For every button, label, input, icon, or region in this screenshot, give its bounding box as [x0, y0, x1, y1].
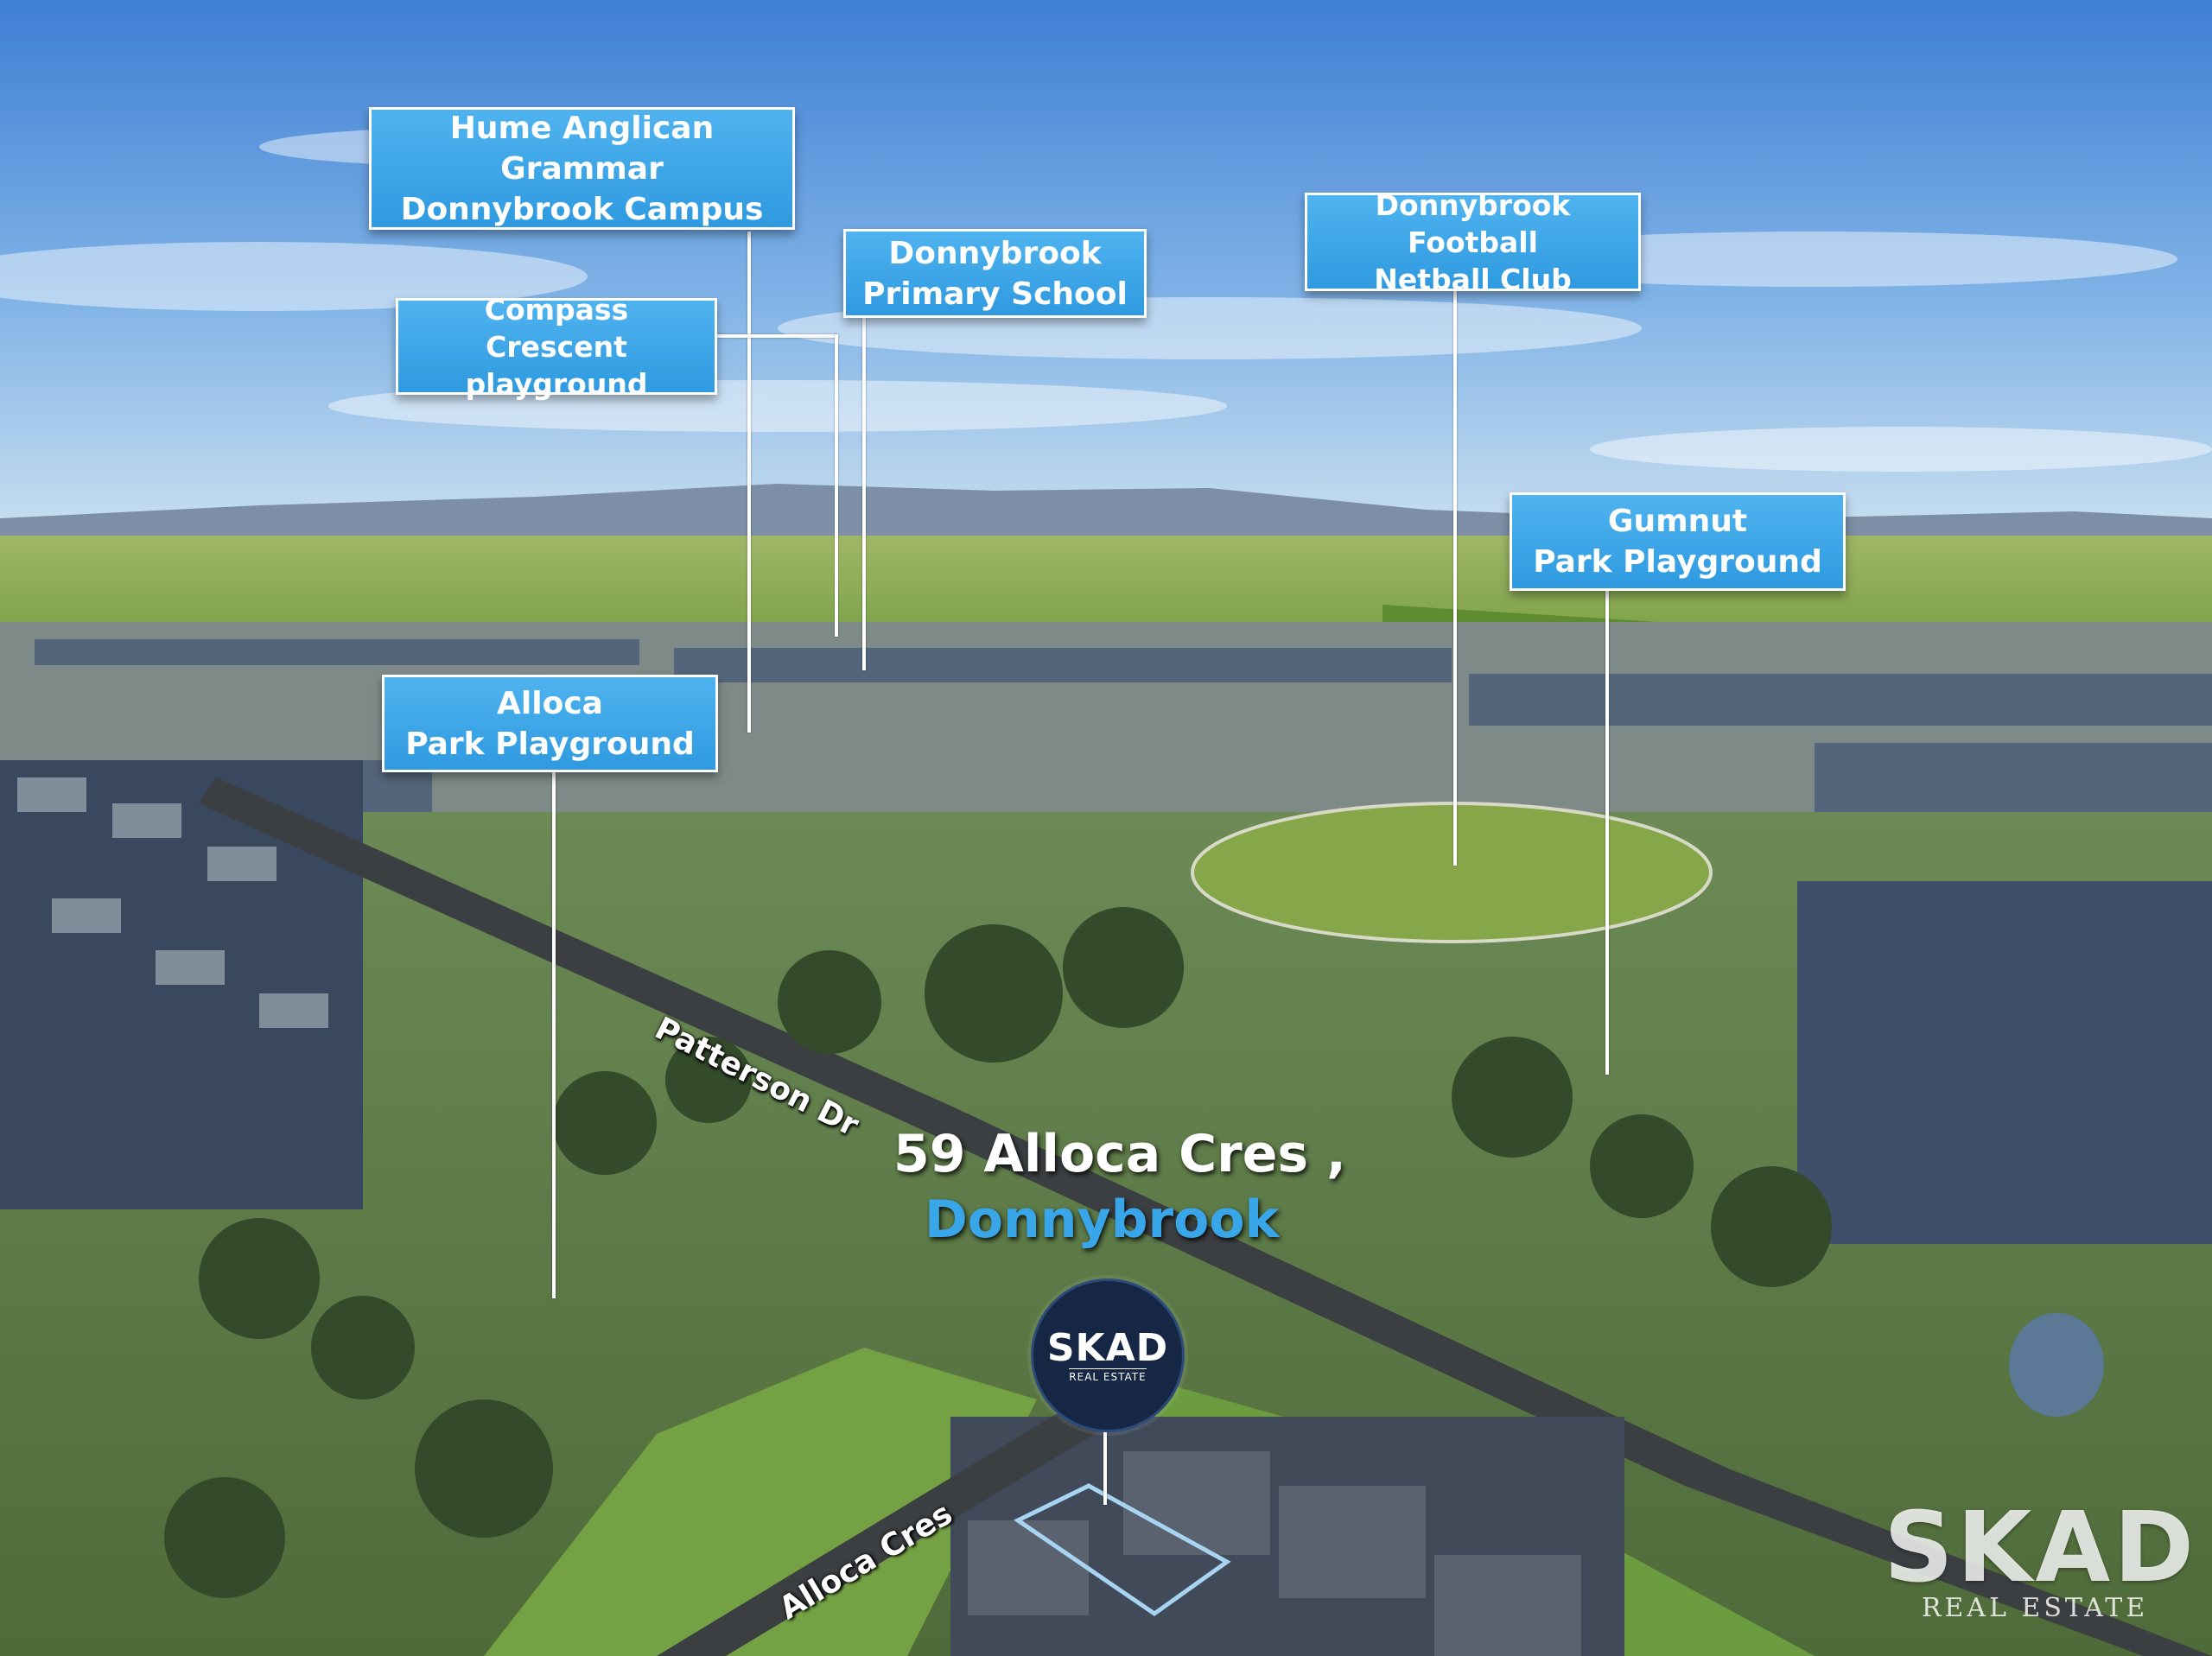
label-gumnut-line2: Park Playground: [1533, 544, 1822, 580]
label-donnybrook-football-netball: Donnybrook Football Netball Club: [1305, 188, 1641, 296]
label-football-line1: Donnybrook Football: [1375, 187, 1571, 259]
football-leader-line: [1453, 289, 1457, 866]
label-alloca-park-line2: Park Playground: [405, 726, 695, 762]
badge-logo-subtext: REAL ESTATE: [1069, 1367, 1147, 1383]
label-football-line2: Netball Club: [1374, 262, 1572, 296]
label-donnybrook-primary-school: Donnybrook Primary School: [843, 229, 1147, 318]
watermark-logo-text: SKAD: [1884, 1492, 2198, 1604]
compass-leader-line: [835, 334, 838, 637]
property-leader-line: [1103, 1427, 1107, 1505]
label-hume-anglican-grammar: Hume Anglican Grammar Donnybrook Campus: [369, 107, 795, 230]
label-alloca-park-playground: Alloca Park Playground: [382, 675, 718, 772]
label-compass-crescent-playground: Compass Crescent playground: [396, 293, 717, 401]
address-suburb: Donnybrook: [925, 1190, 1280, 1250]
compass-leader-horizontal: [715, 334, 836, 338]
alloca-park-leader-line: [552, 771, 556, 1298]
label-hume-line1: Hume Anglican Grammar: [449, 110, 715, 187]
address-street: 59 Alloca Cres ,: [893, 1124, 1346, 1184]
label-compass-line1: Compass: [484, 292, 629, 327]
label-compass-line2: Crescent playground: [465, 329, 648, 401]
hume-leader-line: [747, 232, 751, 733]
property-address: 59 Alloca Cres , Donnybrook: [893, 1121, 1346, 1253]
skad-watermark: SKAD REAL ESTATE: [1884, 1492, 2198, 1624]
label-alloca-park-line1: Alloca: [497, 685, 603, 721]
label-primary-line2: Primary School: [862, 276, 1128, 312]
watermark-logo-subtext: REAL ESTATE: [1921, 1593, 2149, 1623]
primary-leader-line: [862, 316, 866, 670]
label-hume-line2: Donnybrook Campus: [400, 191, 764, 227]
label-gumnut-park-playground: Gumnut Park Playground: [1510, 492, 1846, 591]
label-gumnut-line1: Gumnut: [1607, 504, 1748, 539]
skad-badge-logo: SKAD REAL ESTATE: [1031, 1278, 1185, 1432]
badge-logo-text: SKAD: [1046, 1325, 1169, 1370]
gumnut-leader-line: [1605, 591, 1609, 1075]
label-primary-line1: Donnybrook: [888, 235, 1102, 271]
